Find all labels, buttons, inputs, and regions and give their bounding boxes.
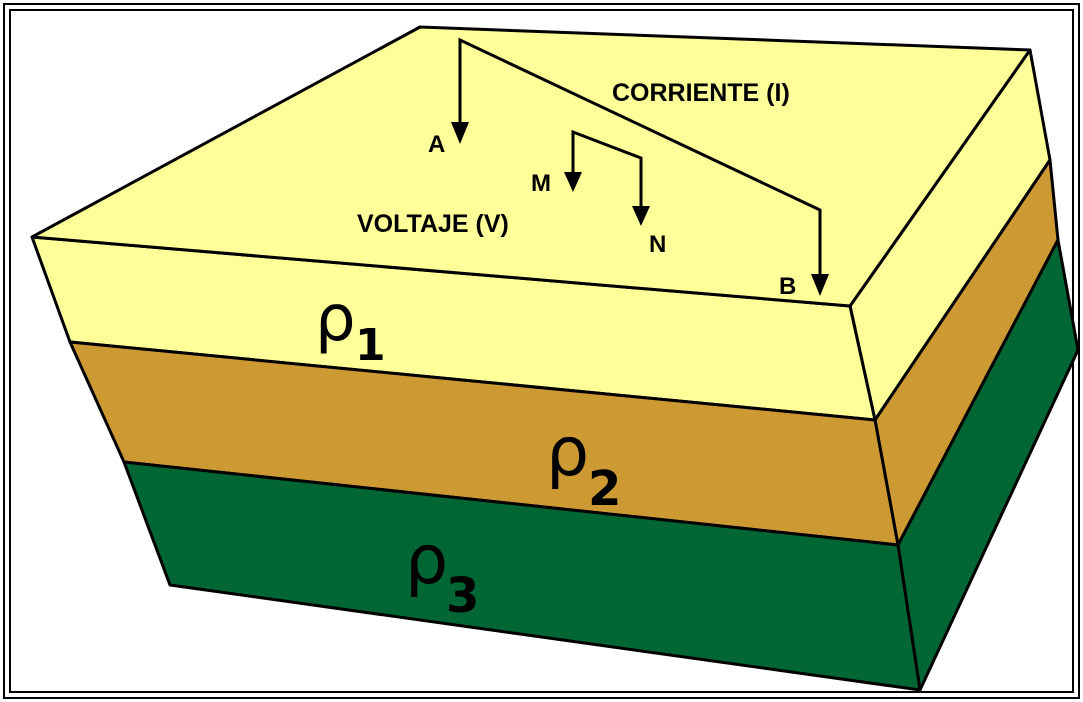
rho-1-label: ρ 1 xyxy=(315,282,386,371)
arrow-b-icon xyxy=(811,274,829,296)
rho-1-subscript: 1 xyxy=(355,320,386,371)
electrode-b-label: B xyxy=(779,273,796,300)
rho-3-subscript: 3 xyxy=(446,568,479,624)
current-label: CORRIENTE (I) xyxy=(612,79,790,107)
arrow-m-icon xyxy=(564,172,582,192)
arrow-n-icon xyxy=(632,206,650,226)
rho-2-label: ρ 2 xyxy=(546,413,621,517)
voltage-circuit-wire xyxy=(571,129,643,210)
rho-2-subscript: 2 xyxy=(588,461,621,517)
top-surface xyxy=(30,25,1032,308)
layer-3-front-face xyxy=(122,460,922,692)
rho-2-symbol: ρ xyxy=(546,413,589,492)
arrow-a-icon xyxy=(451,122,469,144)
electrode-a-label: A xyxy=(428,131,445,158)
current-circuit-wire xyxy=(458,37,822,280)
rho-3-symbol: ρ xyxy=(405,521,448,600)
voltage-label: VOLTAJE (V) xyxy=(357,210,509,238)
rho-1-symbol: ρ xyxy=(315,282,356,356)
electrode-n-label: N xyxy=(649,231,666,258)
rho-3-label: ρ 3 xyxy=(405,521,479,624)
electrode-m-label: M xyxy=(531,170,551,197)
